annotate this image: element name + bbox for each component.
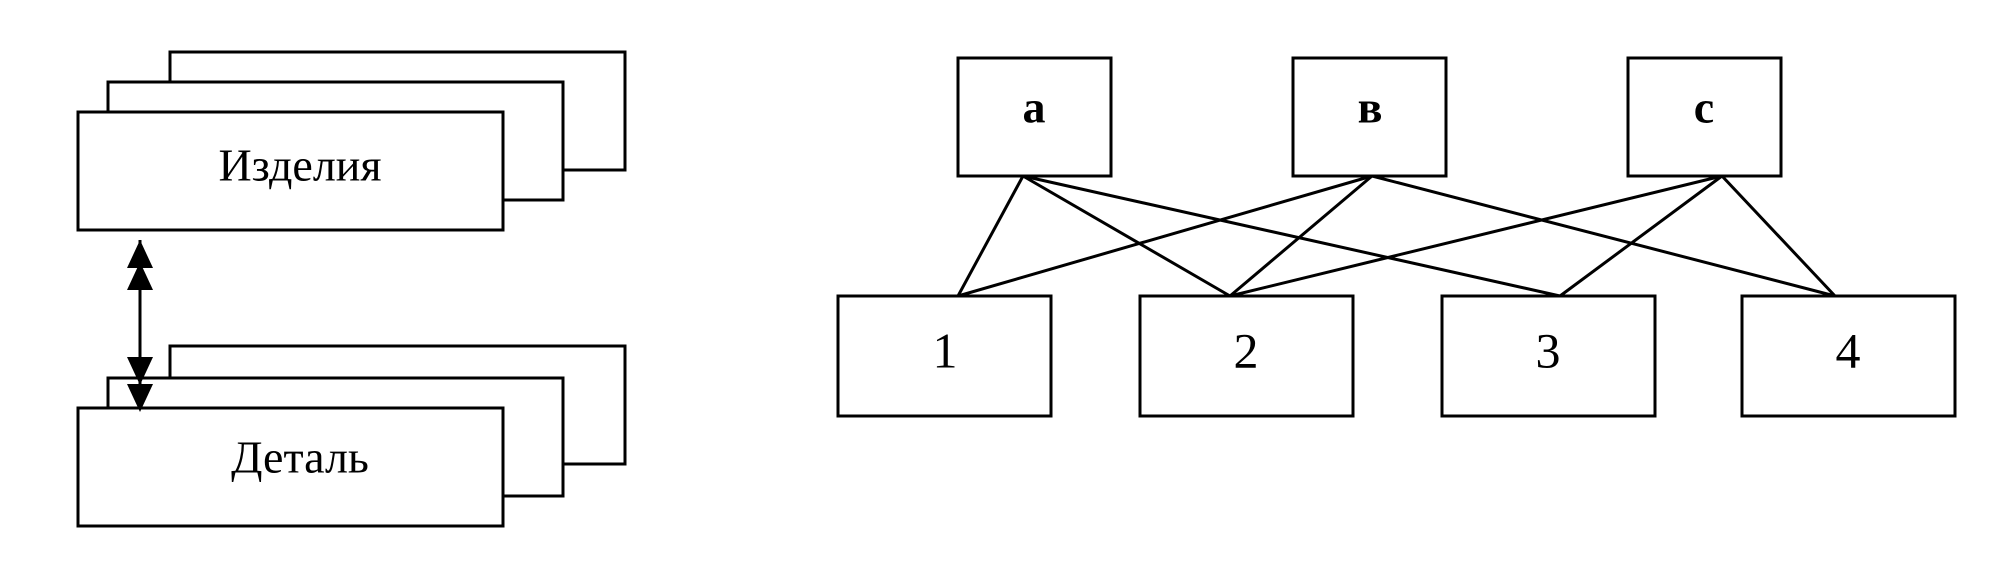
edge-b-1 xyxy=(957,174,1373,298)
edge-c-4 xyxy=(1720,174,1837,298)
arrow-head-up-1 xyxy=(127,240,153,268)
edge-a-3 xyxy=(1022,174,1561,298)
edge-b-2 xyxy=(1229,174,1373,298)
node-box xyxy=(1440,294,1657,418)
node-box xyxy=(1291,56,1448,178)
edge-a-2 xyxy=(1022,174,1231,298)
node-label: 3 xyxy=(1536,322,1561,378)
node-label: a xyxy=(1023,82,1046,133)
node-box xyxy=(1138,294,1355,418)
node-label: 2 xyxy=(1234,322,1259,378)
node-label: c xyxy=(1694,82,1714,133)
arrow-head-down-2 xyxy=(127,384,153,412)
entity-label-bottom: Деталь xyxy=(231,432,369,483)
arrow-head-up-2 xyxy=(127,262,153,290)
edge-b-4 xyxy=(1371,174,1836,298)
edge-c-3 xyxy=(1559,174,1723,298)
entity-label-top: Изделия xyxy=(218,140,381,191)
node-label: 1 xyxy=(933,322,958,378)
edges xyxy=(956,174,1837,298)
top-node-b: в xyxy=(1291,56,1448,178)
node-box xyxy=(836,294,1053,418)
stack-front-box xyxy=(76,110,505,232)
top-node-a: a xyxy=(956,56,1113,178)
bottom-node-2: 2 xyxy=(1138,294,1355,418)
top-node-c: c xyxy=(1626,56,1783,178)
edge-a-1 xyxy=(956,175,1025,297)
arrow-head-down-1 xyxy=(127,357,153,385)
entity-stack-top: Изделия xyxy=(76,50,627,232)
entity-stack-bottom: Деталь xyxy=(76,344,627,528)
node-label: в xyxy=(1358,82,1383,133)
bottom-node-4: 4 xyxy=(1740,294,1957,418)
bottom-node-1: 1 xyxy=(836,294,1053,418)
edge-c-2 xyxy=(1229,174,1723,298)
bottom-node-3: 3 xyxy=(1440,294,1657,418)
stack-front-box xyxy=(76,406,505,528)
node-label: 4 xyxy=(1836,322,1861,378)
node-box xyxy=(956,56,1113,178)
node-box xyxy=(1626,56,1783,178)
relationship-arrow xyxy=(127,240,153,412)
node-box xyxy=(1740,294,1957,418)
